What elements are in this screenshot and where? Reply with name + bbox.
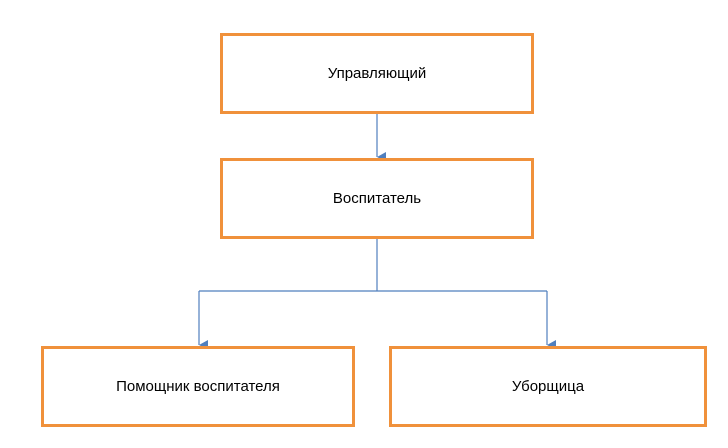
node-manager: Управляющий [220,33,534,114]
node-assistant-teacher: Помощник воспитателя [41,346,355,427]
node-teacher: Воспитатель [220,158,534,239]
node-teacher-label: Воспитатель [332,190,422,207]
node-assistant-teacher-label: Помощник воспитателя [116,378,280,395]
node-cleaner-label: Уборщица [511,378,585,395]
node-cleaner: Уборщица [389,346,707,427]
node-manager-label: Управляющий [327,65,427,82]
